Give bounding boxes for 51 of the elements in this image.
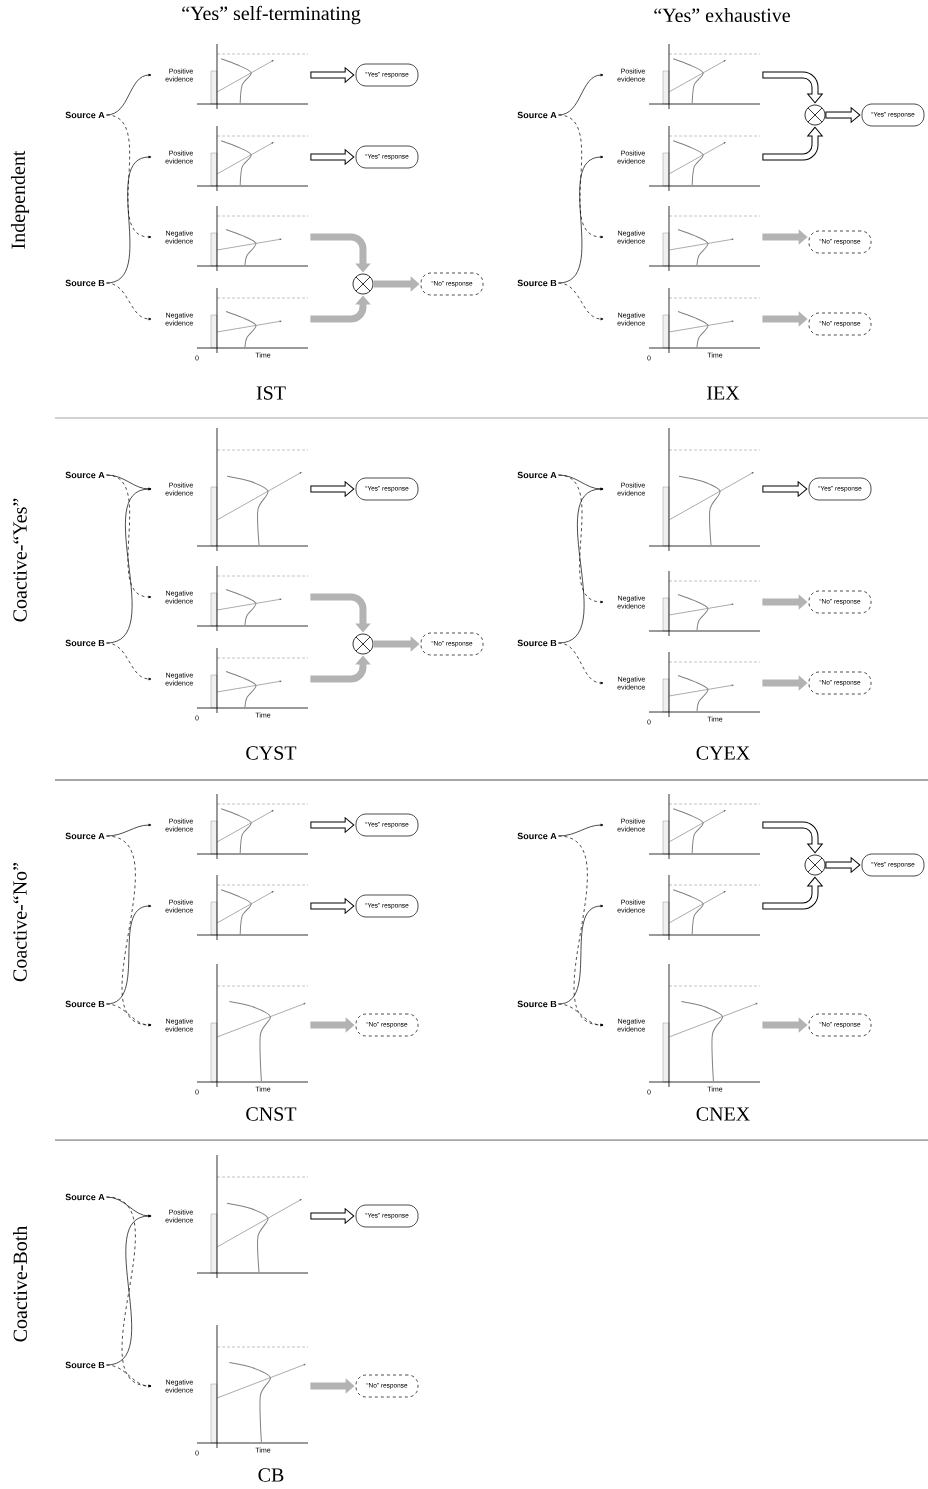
combination-circle	[804, 854, 826, 876]
source-label: Source A	[517, 832, 557, 840]
curved-arrow	[558, 114, 604, 239]
curved-arrow	[106, 474, 152, 599]
row-heading: Independent	[10, 150, 30, 249]
model-name: CNEX	[696, 1107, 750, 1121]
curved-arrow	[106, 155, 152, 284]
curved-arrow	[558, 1003, 604, 1027]
source-label: Source A	[517, 471, 557, 479]
source-label: Source A	[65, 1193, 105, 1201]
curved-arrow	[106, 642, 152, 681]
curved-arrow	[106, 73, 152, 116]
curved-arrow	[558, 474, 604, 604]
source-label: Source B	[517, 279, 557, 287]
combination-circle	[352, 273, 374, 295]
combination-circle	[804, 104, 826, 126]
model-name: IST	[256, 386, 286, 400]
source-label: Source B	[517, 1000, 557, 1008]
curved-arrow	[106, 114, 152, 239]
combination-circle	[352, 633, 374, 655]
curved-arrow	[106, 1364, 152, 1388]
column-heading: “Yes” exhaustive	[654, 7, 790, 23]
curved-arrow	[558, 904, 604, 1005]
model-name: CB	[258, 1468, 284, 1482]
curved-arrow	[106, 904, 152, 1005]
source-label: Source B	[65, 1361, 105, 1369]
curved-arrow	[106, 1214, 152, 1366]
source-label: Source B	[65, 1000, 105, 1008]
source-label: Source A	[65, 111, 105, 119]
model-name: IEX	[707, 386, 740, 400]
source-label: Source B	[517, 639, 557, 647]
source-label: Source A	[65, 832, 105, 840]
curved-arrow	[106, 282, 152, 321]
row-heading: Coactive-“Yes”	[13, 498, 27, 622]
source-label: Source A	[517, 111, 557, 119]
column-heading: “Yes” self-terminating	[182, 5, 361, 25]
source-label: Source B	[65, 279, 105, 287]
curved-arrow	[558, 642, 604, 685]
curved-arrow	[558, 73, 604, 116]
curved-arrow	[558, 155, 604, 284]
source-label: Source A	[65, 471, 105, 479]
model-name: CYEX	[696, 746, 750, 760]
model-name: CNST	[246, 1107, 297, 1121]
curved-arrow	[558, 282, 604, 321]
model-name: CYST	[246, 746, 297, 760]
row-heading: Coactive-“No”	[13, 863, 27, 982]
row-heading: Coactive-Both	[12, 1225, 28, 1342]
source-label: Source B	[65, 639, 105, 647]
curved-arrow	[558, 487, 604, 644]
curved-arrow	[106, 1003, 152, 1027]
curved-arrow	[106, 487, 152, 644]
